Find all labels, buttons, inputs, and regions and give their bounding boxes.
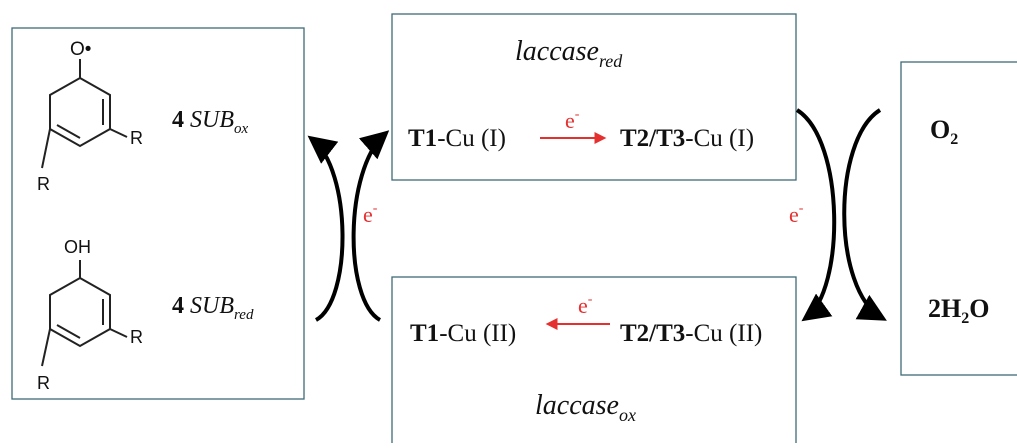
- right-cycle-arrow-to-water: [842, 108, 887, 321]
- laccase-red-box: [391, 13, 797, 181]
- water-label: 2H2O: [928, 294, 989, 327]
- oxidized-substrate-label: 4 SUBox: [172, 107, 249, 137]
- electron-label-red: e-: [565, 107, 580, 133]
- phenoxy-radical-structure: [41, 59, 128, 169]
- laccase-ox-box: [391, 276, 797, 448]
- left-cycle-electron-label: e-: [363, 201, 378, 227]
- r-group-label: R: [130, 327, 143, 347]
- right-cycle-electron-label: e-: [789, 201, 804, 227]
- o2-label: O2: [930, 115, 958, 148]
- t2t3-cu-ii-label: T2/T3-Cu (II): [620, 320, 762, 347]
- laccase-ox-title: laccaseox: [535, 390, 636, 425]
- t1-cu-ii-label: T1-Cu (II): [410, 320, 516, 347]
- left-cycle-arrow-up: [307, 135, 345, 322]
- oxygen-box: [900, 61, 1017, 376]
- t2t3-cu-i-label: T2/T3-Cu (I): [620, 125, 754, 152]
- electron-label-ox: e-: [578, 292, 593, 318]
- phenol-structure: [41, 260, 128, 367]
- laccase-red-title: laccasered: [515, 36, 623, 71]
- left-cycle-arrow-to-laccase: [351, 130, 390, 322]
- reduced-substrate-label: 4 SUBred: [172, 293, 254, 323]
- radical-oxygen-label: O•: [70, 39, 91, 60]
- r-group-label: R: [37, 174, 50, 194]
- hydroxyl-label: OH: [64, 237, 91, 257]
- right-cycle-arrow-to-laccase-ox: [795, 108, 837, 322]
- t1-cu-i-label: T1-Cu (I): [408, 125, 506, 152]
- r-group-label: R: [130, 128, 143, 148]
- r-group-label: R: [37, 373, 50, 393]
- substrate-box: [11, 27, 305, 400]
